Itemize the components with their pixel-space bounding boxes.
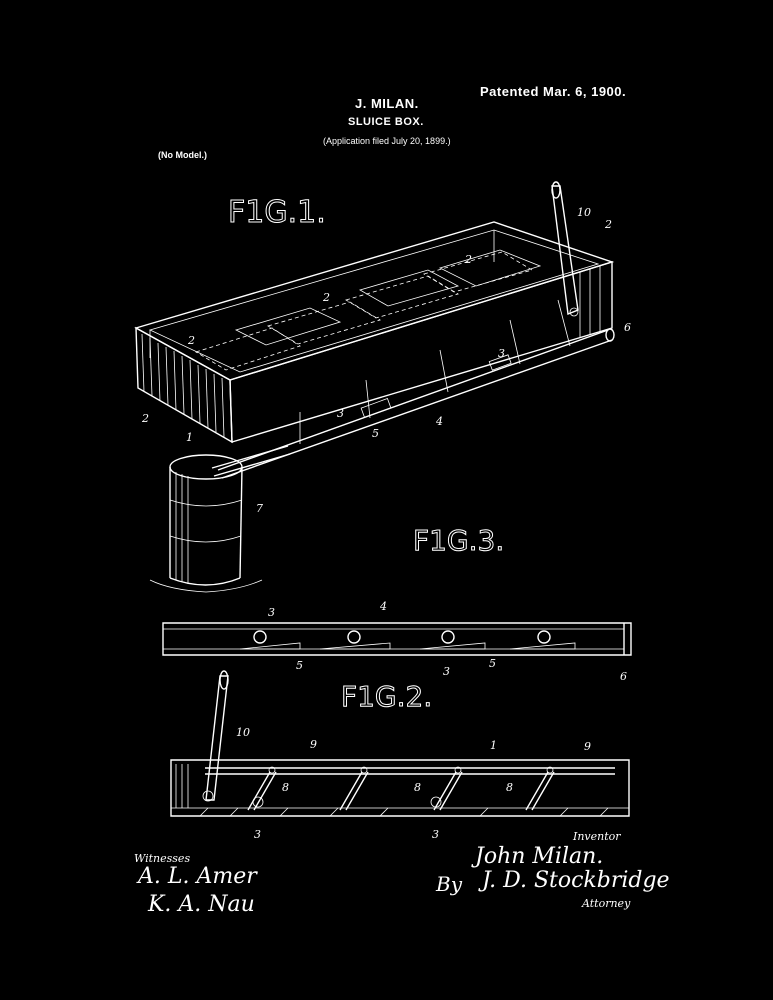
numeral-3-fig3b: 3 [443, 665, 450, 678]
fig3-section [163, 623, 631, 655]
patent-date: Patented Mar. 6, 1900. [480, 84, 627, 99]
inventor-name-header: J. MILAN. [355, 96, 419, 111]
numeral-8-b: 8 [414, 781, 421, 794]
numeral-2-top: 2 [604, 218, 612, 231]
witness-signature-2: K. A. Nau [148, 892, 255, 917]
fig1-barrel [150, 455, 262, 592]
numeral-3-fig1a: 3 [337, 407, 344, 420]
numeral-10-fig1: 10 [577, 206, 591, 219]
inventor-label: Inventor [573, 830, 621, 843]
numeral-3-fig1b: 3 [498, 347, 505, 360]
inventor-signature: John Milan. [475, 844, 604, 869]
numeral-8-a: 8 [282, 781, 289, 794]
fig2-section [171, 671, 629, 816]
witness-signature-1: A. L. Amer [138, 864, 257, 889]
numeral-2-d: 2 [187, 334, 195, 347]
numeral-3-fig3a: 3 [268, 606, 275, 619]
fig2-label: F1G.2. [341, 680, 432, 713]
attorney-signature: J. D. Stockbridge [482, 868, 670, 893]
numeral-5-fig3b: 5 [489, 657, 496, 670]
numeral-6-fig1: 6 [624, 321, 631, 334]
svg-text:F1G.1.: F1G.1. [228, 195, 326, 230]
by-label: By [436, 872, 462, 896]
no-model-note: (No Model.) [158, 150, 207, 160]
numeral-8-c: 8 [506, 781, 513, 794]
numeral-2-c: 2 [322, 291, 330, 304]
numeral-10-fig2: 10 [236, 726, 250, 739]
numeral-5-fig3a: 5 [296, 659, 303, 672]
numeral-2-b: 2 [464, 253, 472, 266]
numeral-3-fig2b: 3 [432, 828, 439, 841]
numeral-1-fig2: 1 [490, 739, 497, 752]
numeral-1-fig1: 1 [186, 431, 193, 444]
numeral-7: 7 [256, 502, 263, 515]
numeral-5-fig1: 5 [372, 427, 379, 440]
fig1-label: F1G.1. [228, 195, 327, 231]
application-date: (Application filed July 20, 1899.) [323, 136, 451, 146]
numeral-9-a: 9 [310, 738, 317, 751]
fig3-label: F1G.3. [413, 524, 504, 557]
numeral-3-fig2a: 3 [254, 828, 261, 841]
numeral-2-e: 2 [141, 412, 149, 425]
numeral-4-fig3: 4 [379, 600, 387, 613]
patent-title: SLUICE BOX. [348, 116, 424, 128]
fig1-sluice-box [136, 182, 614, 478]
numeral-4-fig1: 4 [435, 415, 443, 428]
numeral-6-fig3: 6 [620, 670, 627, 683]
attorney-label: Attorney [582, 897, 631, 910]
witnesses-label: Witnesses [134, 852, 191, 865]
reference-numerals: 10 2 2 2 2 2 1 3 3 5 4 6 7 3 4 5 3 5 6 1… [141, 206, 631, 841]
numeral-9-b: 9 [584, 740, 591, 753]
